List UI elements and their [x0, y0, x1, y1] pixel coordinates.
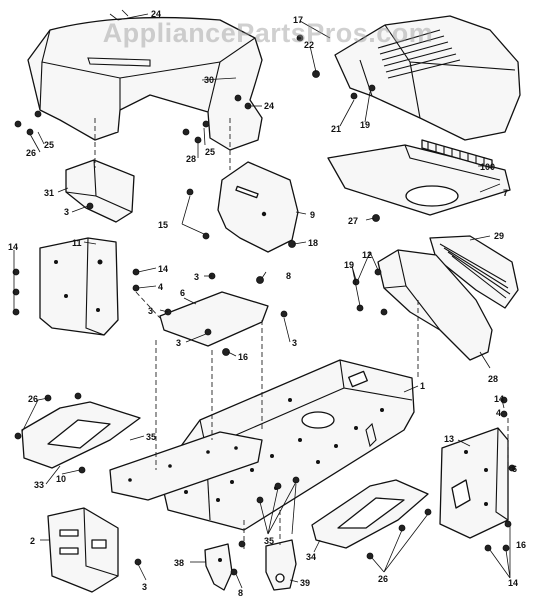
callout-27: 27 — [348, 216, 358, 226]
callout-11: 11 — [72, 238, 82, 248]
callout-3-plate-right: 3 — [292, 338, 297, 348]
callout-30: 30 — [204, 75, 214, 85]
callout-6-plate: 6 — [180, 288, 185, 298]
callout-7: 7 — [503, 188, 508, 198]
callout-14-right: 14 — [494, 394, 504, 404]
callout-21: 21 — [331, 124, 341, 134]
callout-18: 18 — [308, 238, 318, 248]
callout-3-mid: 3 — [194, 272, 199, 282]
callout-19-hood: 19 — [360, 120, 370, 130]
seat-pan-part[interactable] — [217, 161, 299, 253]
callout-8-top: 8 — [286, 271, 291, 281]
callout-24-top: 24 — [151, 9, 161, 19]
callout-14-mid: 14 — [158, 264, 168, 274]
callout-14-bottom: 14 — [508, 578, 518, 588]
rear-bracket-part[interactable] — [65, 159, 135, 223]
callout-26-left: 26 — [26, 148, 36, 158]
right-side-panel-part[interactable] — [439, 427, 509, 539]
rear-fender-part[interactable] — [27, 16, 263, 151]
callout-25-left: 25 — [44, 140, 54, 150]
callout-2: 2 — [30, 536, 35, 546]
callout-8-bottom: 8 — [238, 588, 243, 598]
callout-16-mid: 16 — [238, 352, 248, 362]
front-nose-part[interactable] — [377, 249, 493, 361]
assembly-guide-lines — [94, 118, 509, 550]
callout-3-plate-left: 3 — [148, 306, 153, 316]
callout-100: 100 — [480, 162, 495, 172]
callout-13: 13 — [444, 434, 454, 444]
callout-39: 39 — [300, 578, 310, 588]
callout-26-bottom: 26 — [378, 574, 388, 584]
callout-4-right: 4 — [496, 408, 501, 418]
callout-17: 17 — [293, 15, 303, 25]
callout-35-left: 35 — [146, 432, 156, 442]
callout-4-mid: 4 — [158, 282, 163, 292]
left-frame-rail-part[interactable] — [109, 431, 263, 501]
callout-3-bottom: 3 — [142, 582, 147, 592]
bracket-38-part[interactable] — [204, 543, 233, 591]
callout-labels: 24 17 22 30 24 25 26 25 28 21 19 100 7 2… — [8, 9, 526, 598]
callout-leader-lines — [13, 13, 515, 589]
callout-33: 33 — [34, 480, 44, 490]
callout-3-plate-bottom: 3 — [176, 338, 181, 348]
main-frame-part[interactable] — [159, 359, 415, 531]
hood-grille-slots — [377, 29, 461, 79]
left-side-panel-part[interactable] — [39, 237, 119, 336]
callout-28-nose: 28 — [488, 374, 498, 384]
callout-15: 15 — [158, 220, 168, 230]
callout-25-mid: 25 — [205, 147, 215, 157]
callout-12: 12 — [362, 250, 372, 260]
right-footrest-part[interactable] — [311, 479, 429, 549]
callout-34: 34 — [306, 552, 316, 562]
callout-28-mid: 28 — [186, 154, 196, 164]
callout-38: 38 — [174, 558, 184, 568]
serrated-strip-part[interactable] — [421, 139, 493, 169]
left-footrest-part[interactable] — [21, 401, 141, 469]
callout-35-bottom: 35 — [264, 536, 274, 546]
hardware-fasteners — [12, 9, 516, 576]
callout-3-rear: 3 — [64, 207, 69, 217]
callout-24-right: 24 — [264, 101, 274, 111]
callout-14-left: 14 — [8, 242, 18, 252]
callout-31: 31 — [44, 188, 54, 198]
dash-plate-part[interactable] — [327, 144, 511, 216]
callout-10: 10 — [56, 474, 66, 484]
callout-22: 22 — [304, 40, 314, 50]
callout-6-right: 6 — [512, 464, 517, 474]
callout-29: 29 — [494, 231, 504, 241]
callout-16-right: 16 — [516, 540, 526, 550]
callout-26-footrest: 26 — [28, 394, 38, 404]
bracket-39-part[interactable] — [265, 539, 297, 591]
callout-19-nose: 19 — [344, 260, 354, 270]
callout-9: 9 — [310, 210, 315, 220]
callout-1: 1 — [420, 381, 425, 391]
front-bracket-part[interactable] — [47, 507, 119, 593]
